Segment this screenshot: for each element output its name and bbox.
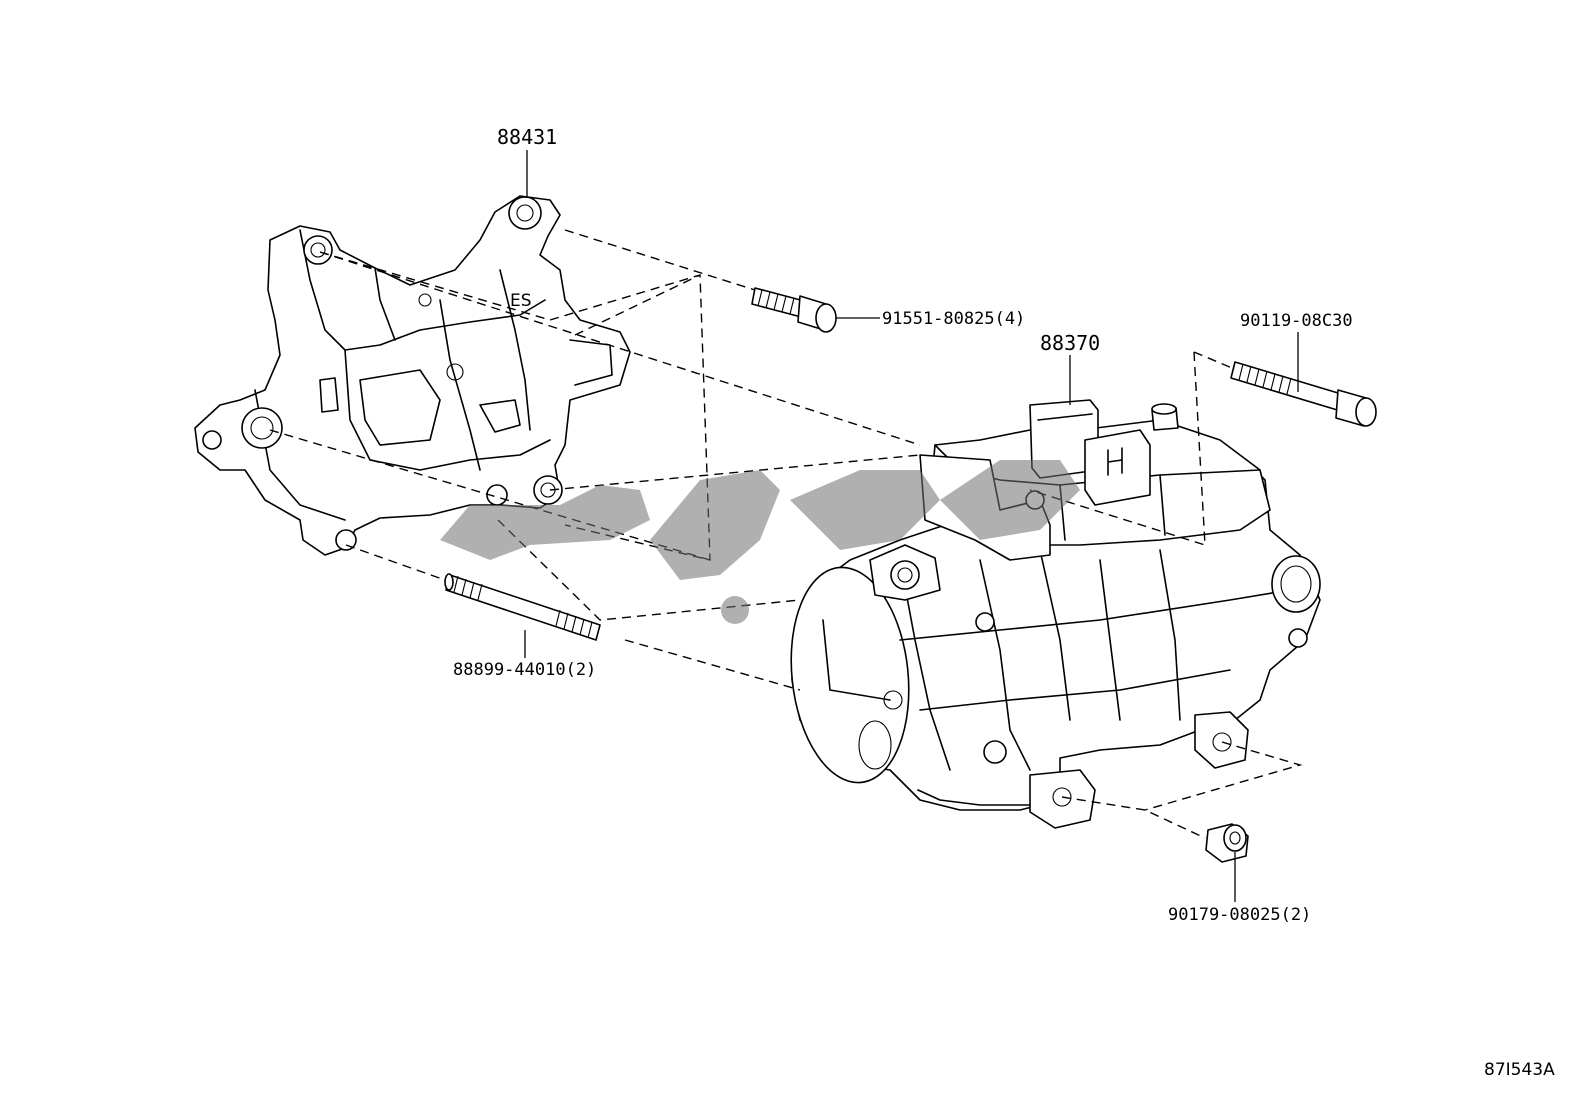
bracket-stamp: ES bbox=[510, 291, 532, 311]
label-bolt-90119-08C30: 90119-08C30 bbox=[1240, 311, 1353, 331]
compressor-drawing bbox=[790, 399, 1321, 829]
assembly-lines bbox=[269, 229, 1303, 839]
label-bracket-88431: 88431 bbox=[497, 125, 557, 149]
figure-code: 87I543A bbox=[1484, 1060, 1555, 1080]
nut-drawing bbox=[1205, 823, 1249, 863]
stud-drawing bbox=[444, 573, 601, 641]
label-bolt-91551-80825: 91551-80825(4) bbox=[882, 309, 1025, 329]
watermark-logo bbox=[440, 460, 1080, 624]
bolt-long-drawing bbox=[1230, 361, 1377, 427]
label-stud-88899-44010: 88899-44010(2) bbox=[453, 660, 596, 680]
bolt-short-drawing bbox=[751, 287, 837, 333]
leader-lines bbox=[524, 150, 1299, 902]
label-nut-90179-08025: 90179-08025(2) bbox=[1168, 905, 1311, 925]
label-compressor-88370: 88370 bbox=[1040, 331, 1100, 355]
bracket-drawing: ES bbox=[194, 195, 631, 556]
